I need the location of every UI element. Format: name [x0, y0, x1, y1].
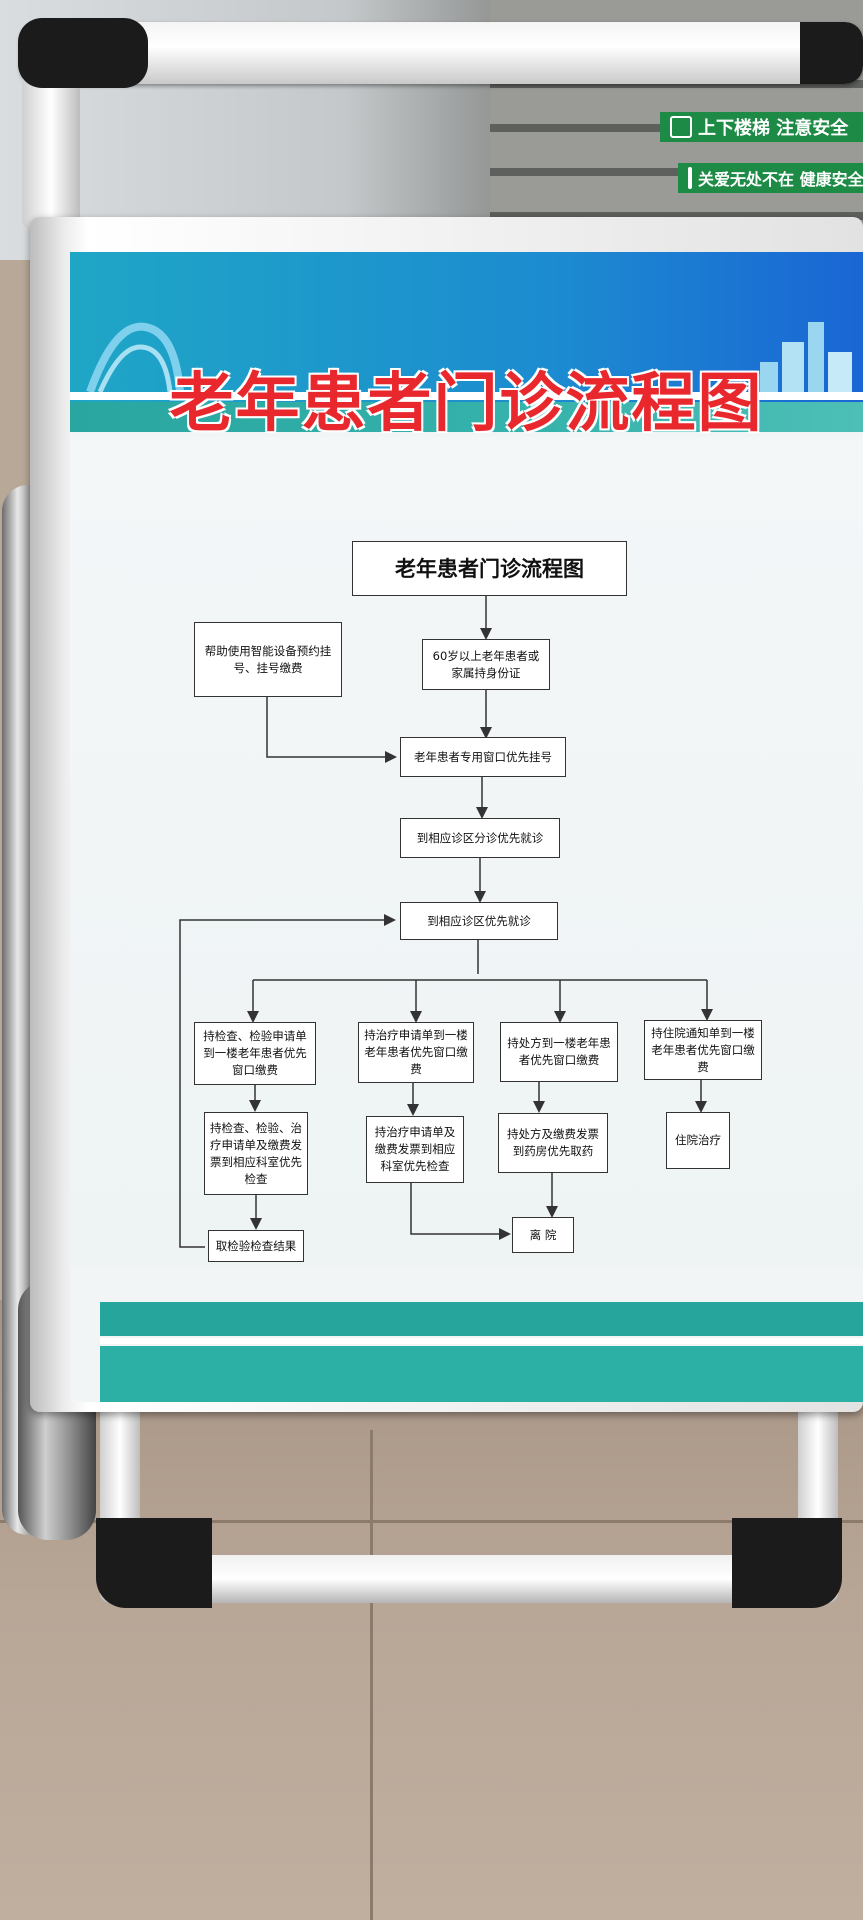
flowchart-title: 老年患者门诊流程图 — [395, 556, 584, 581]
frame-corner-cap — [18, 18, 148, 88]
stand-corner-right — [732, 1518, 842, 1608]
frame-corner-cap — [800, 22, 863, 84]
flow-node-text: 帮助使用智能设备预约挂号、挂号缴费 — [204, 643, 332, 675]
flow-node-text: 持治疗申请单及缴费发票到相应科室优先检查 — [374, 1125, 456, 1173]
flow-node-text: 持处方到一楼老年患者优先窗口缴费 — [507, 1036, 611, 1067]
flow-node-exam-invoice: 持检查、检验、治疗申请单及缴费发票到相应科室优先检查 — [204, 1112, 308, 1195]
flow-node-text: 到相应诊区分诊优先就诊 — [416, 830, 544, 845]
flow-node-text: 离 院 — [529, 1227, 557, 1242]
poster: 老年患者门诊流程图 — [70, 252, 863, 1402]
flow-node-age-60: 60岁以上老年患者或家属持身份证 — [422, 639, 550, 690]
flow-node-text: 取检验检查结果 — [215, 1238, 297, 1253]
flowchart-connectors — [179, 595, 713, 1248]
skyline-graphic — [86, 322, 852, 394]
stand-corner-left — [96, 1518, 212, 1608]
stair-sign-icon — [670, 116, 692, 138]
flow-node-text: 住院治疗 — [675, 1133, 721, 1147]
flow-node-text: 60岁以上老年患者或家属持身份证 — [432, 648, 540, 680]
flow-node-text: 持住院通知单到一楼老年患者优先窗口缴费 — [651, 1025, 755, 1074]
poster-title: 老年患者门诊流程图 — [169, 367, 764, 441]
flow-node-text: 老年患者专用窗口优先挂号 — [414, 749, 552, 764]
flow-node-treatment-invoice: 持治疗申请单及缴费发票到相应科室优先检查 — [366, 1116, 464, 1183]
stand-bottom-bar — [100, 1555, 838, 1603]
flow-node-priority-register: 老年患者专用窗口优先挂号 — [400, 737, 566, 777]
poster-footer-band — [100, 1302, 863, 1336]
flow-node-prescription: 持处方到一楼老年患者优先窗口缴费 — [500, 1022, 618, 1082]
stair-sign-safety: 上下楼梯 注意安全 — [660, 112, 863, 142]
flow-node-smart-device: 帮助使用智能设备预约挂号、挂号缴费 — [194, 622, 342, 697]
floor-seam — [0, 1520, 863, 1523]
sign-stand — [96, 1400, 842, 1610]
flow-node-triage: 到相应诊区分诊优先就诊 — [400, 818, 560, 858]
flow-node-text: 持处方及缴费发票到药房优先取药 — [507, 1127, 599, 1158]
flow-node-leave: 离 院 — [512, 1217, 574, 1253]
stair-sign-care-text: 关爱无处不在 健康安全在 — [698, 170, 863, 189]
stair-sign-care: 关爱无处不在 健康安全在 — [678, 163, 863, 193]
flow-node-exam-request: 持检查、检验申请单到一楼老年患者优先窗口缴费 — [194, 1022, 316, 1085]
flow-node-text: 到相应诊区优先就诊 — [427, 913, 531, 928]
stair-sign-icon — [688, 167, 692, 189]
flowchart-title-box: 老年患者门诊流程图 — [352, 541, 627, 596]
flow-node-treatment-request: 持治疗申请单到一楼老年患者优先窗口缴费 — [358, 1022, 474, 1083]
flow-node-inpatient: 住院治疗 — [666, 1112, 730, 1169]
frame-top-bar — [20, 22, 863, 84]
flow-node-priority-visit: 到相应诊区优先就诊 — [400, 902, 558, 940]
flow-node-pharmacy: 持处方及缴费发票到药房优先取药 — [498, 1113, 608, 1173]
header-white-strip — [70, 392, 863, 400]
poster-footer-line — [100, 1338, 863, 1344]
flow-node-text: 持检查、检验、治疗申请单及缴费发票到相应科室优先检查 — [210, 1120, 302, 1186]
poster-header — [70, 252, 863, 417]
stair-sign-safety-text: 上下楼梯 注意安全 — [698, 118, 849, 139]
flowchart: 老年患者门诊流程图 帮助使用智能设备预约挂号、挂号缴费 60岁以上老年患者或家属… — [70, 252, 863, 1402]
floor-seam — [370, 1430, 373, 1920]
flow-node-admission-notice: 持住院通知单到一楼老年患者优先窗口缴费 — [644, 1020, 762, 1080]
poster-footer-band — [100, 1346, 863, 1402]
flow-node-get-results: 取检验检查结果 — [208, 1230, 304, 1262]
header-teal-band — [70, 402, 863, 432]
flow-node-text: 持治疗申请单到一楼老年患者优先窗口缴费 — [364, 1028, 468, 1076]
flow-node-text: 持检查、检验申请单到一楼老年患者优先窗口缴费 — [203, 1029, 307, 1077]
